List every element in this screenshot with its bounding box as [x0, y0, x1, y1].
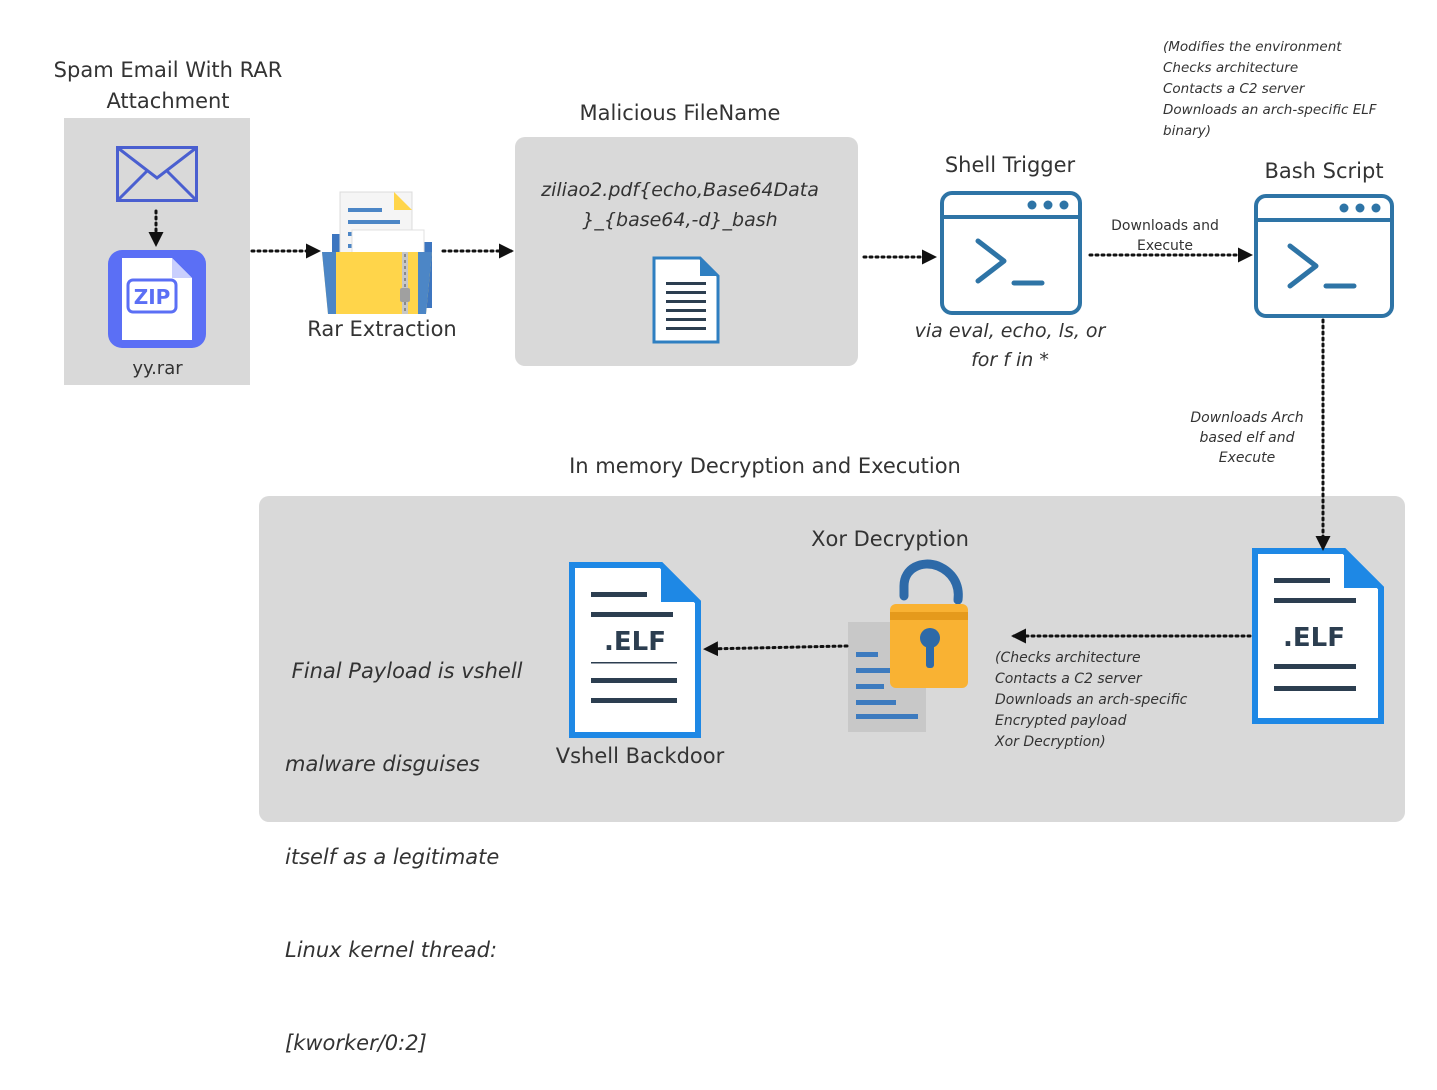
- shell-trigger-title: Shell Trigger: [944, 153, 1076, 177]
- terminal-icon: [1254, 194, 1394, 318]
- zip-tag-text: ZIP: [134, 285, 171, 309]
- rar-extraction-label: Rar Extraction: [307, 317, 457, 341]
- elf-note-line: Downloads an arch-specific: [995, 692, 1188, 708]
- bash-script-notes: (Modifies the environment Checks archite…: [1163, 37, 1433, 142]
- bash-note-line: binary): [1163, 123, 1211, 139]
- payload-line: Final Payload is vshell: [285, 659, 523, 683]
- payload-line: Linux kernel thread:: [285, 938, 498, 962]
- edge-label-line: Downloads and: [1111, 218, 1219, 234]
- unlocked-padlock-icon: [848, 559, 968, 732]
- edge-label-line: based elf and: [1199, 430, 1295, 446]
- shell-caption-line-2: for f in *: [971, 349, 1049, 371]
- final-payload-text: Final Payload is vshell malware disguise…: [285, 594, 555, 1090]
- elf-note-line: Contacts a C2 server: [995, 671, 1142, 687]
- elf-file-icon: .ELF: [1252, 548, 1384, 724]
- bash-note-line: Contacts a C2 server: [1163, 81, 1305, 97]
- edge-label-download-execute: Downloads and Execute: [1090, 216, 1240, 256]
- elf-label: .ELF: [1283, 623, 1345, 653]
- elf-note-line: (Checks architecture: [995, 650, 1141, 666]
- shell-caption-line-1: via eval, echo, ls, or: [914, 320, 1106, 342]
- vshell-backdoor-title: Vshell Backdoor: [555, 744, 725, 768]
- edge-label-line: Execute: [1137, 238, 1193, 254]
- bash-note-line: Downloads an arch-specific ELF: [1163, 102, 1377, 118]
- elf-file-icon: .ELF: [569, 562, 701, 738]
- malicious-filename-title: Malicious FileName: [579, 101, 781, 125]
- elf-note-line: Encrypted payload: [995, 713, 1127, 729]
- envelope-icon: [116, 146, 198, 202]
- edge-label-line: Execute: [1218, 450, 1276, 466]
- zip-file-label: yy.rar: [132, 358, 183, 379]
- payload-line: [kworker/0:2]: [285, 1031, 427, 1055]
- terminal-icon: [940, 191, 1082, 315]
- memory-section-title: In memory Decryption and Execution: [569, 454, 961, 478]
- bash-note-line: (Modifies the environment: [1163, 39, 1342, 55]
- spam-email-title: Spam Email With RAR Attachment: [53, 58, 283, 113]
- zip-file-icon: ZIP: [108, 250, 206, 348]
- vshell-elf-label: .ELF: [604, 627, 666, 657]
- xor-decryption-title: Xor Decryption: [811, 527, 969, 551]
- malicious-filename-text: ziliao2.pdf{echo,Base64Data }_{base64,-d…: [515, 175, 845, 235]
- bash-script-title: Bash Script: [1264, 159, 1384, 183]
- elf-note-line: Xor Decryption): [995, 734, 1106, 750]
- elf-notes: (Checks architecture Contacts a C2 serve…: [995, 648, 1235, 753]
- edge-label-line: Downloads Arch: [1190, 410, 1304, 426]
- document-icon: [652, 256, 720, 344]
- filename-line-1: ziliao2.pdf{echo,Base64Data: [541, 179, 819, 201]
- shell-trigger-caption: via eval, echo, ls, or for f in *: [890, 317, 1130, 375]
- bash-note-line: Checks architecture: [1163, 60, 1299, 76]
- memory-execution-box: [259, 496, 1405, 822]
- folder-documents-icon: [322, 191, 432, 314]
- edge-label-arch: Downloads Arch based elf and Execute: [1172, 408, 1322, 468]
- payload-line: itself as a legitimate: [285, 845, 500, 869]
- filename-line-2: }_{base64,-d}_bash: [582, 209, 778, 231]
- payload-line: malware disguises: [285, 752, 480, 776]
